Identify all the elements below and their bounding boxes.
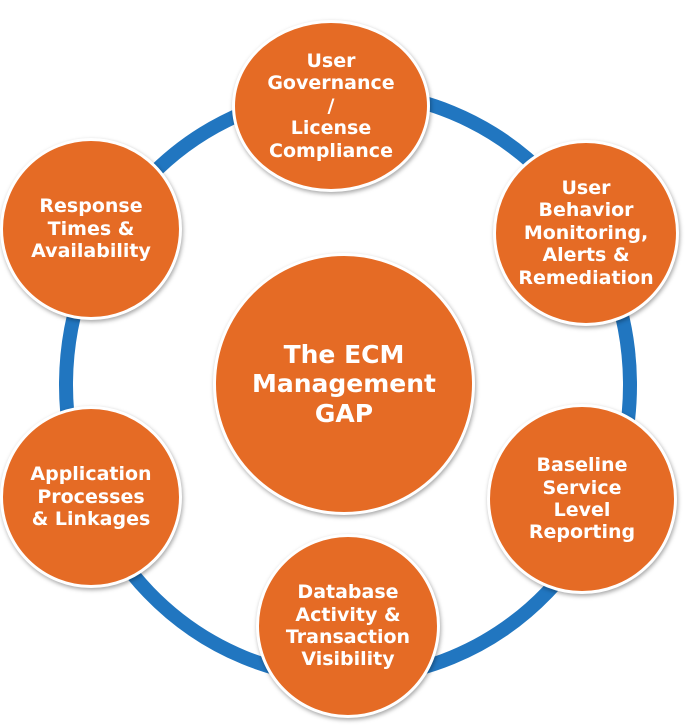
node-database-activity: Database Activity & Transaction Visibili… xyxy=(256,534,440,718)
center-node-label: The ECM Management GAP xyxy=(251,339,437,428)
node-label: Application Processes & Linkages xyxy=(30,463,152,531)
node-response-times: Response Times & Availability xyxy=(0,138,182,320)
node-user-behavior: User Behavior Monitoring, Alerts & Remed… xyxy=(493,140,679,326)
center-node-ecm-management-gap: The ECM Management GAP xyxy=(213,253,475,515)
node-baseline-service: Baseline Service Level Reporting xyxy=(487,404,677,594)
node-label: Response Times & Availability xyxy=(31,195,151,263)
node-label: Database Activity & Transaction Visibili… xyxy=(285,581,411,671)
node-label: User Governance / License Compliance xyxy=(267,49,395,162)
node-application-processes: Application Processes & Linkages xyxy=(0,406,182,588)
node-label: User Behavior Monitoring, Alerts & Remed… xyxy=(518,176,654,289)
node-label: Baseline Service Level Reporting xyxy=(528,454,636,544)
node-user-governance: User Governance / License Compliance xyxy=(232,20,430,192)
